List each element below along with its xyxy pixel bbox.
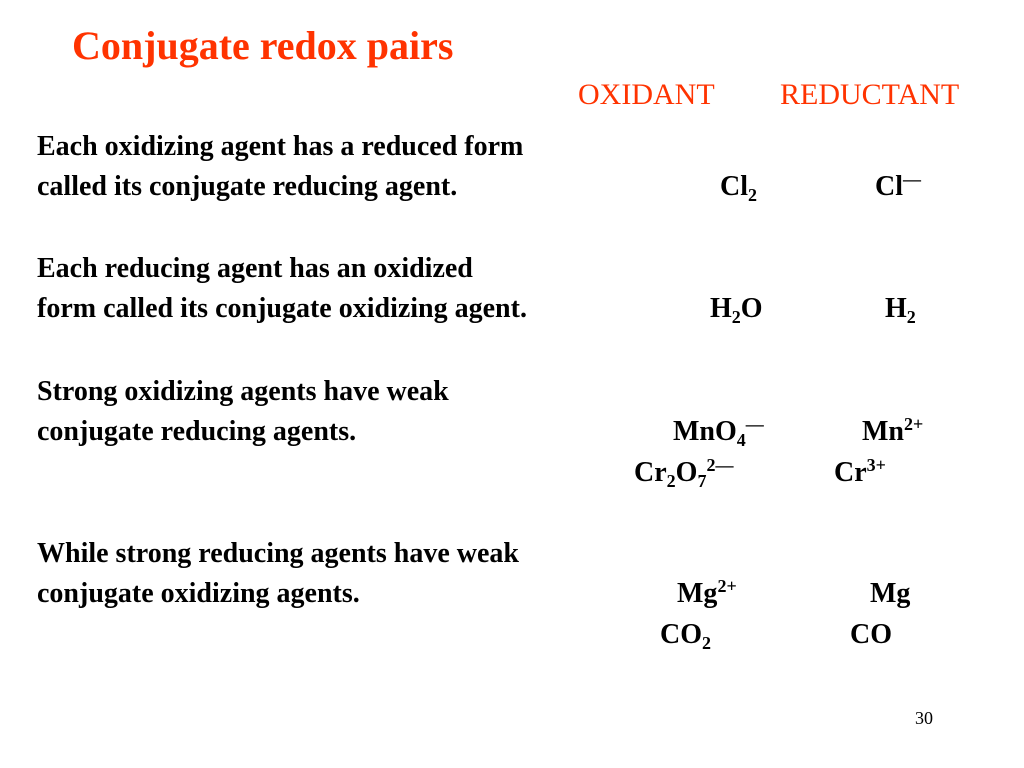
oxidant-formula: Mg2+ [677, 576, 737, 609]
page-number: 30 [915, 708, 933, 728]
oxidant-formula: H2O [710, 293, 763, 327]
oxidant-formula: MnO4— [673, 414, 764, 450]
superscript: 2+ [904, 414, 924, 434]
superscript: 2— [706, 455, 734, 475]
subscript: 2 [731, 307, 741, 327]
paragraph-1-line-2: called its conjugate reducing agent. [37, 171, 458, 202]
paragraph-1-line-1: Each oxidizing agent has a reduced form [37, 131, 524, 162]
paragraph-2-line-2: form called its conjugate oxidizing agen… [37, 293, 527, 324]
reductant-formula: CO [850, 619, 892, 650]
oxidant-formula: Cr2O72— [634, 455, 734, 491]
reductant-formula: H2 [885, 293, 916, 327]
subscript: 2 [666, 471, 676, 491]
slide-title: Conjugate redox pairs [72, 23, 454, 68]
reductant-formula: Mn2+ [862, 414, 924, 447]
superscript: 2+ [717, 576, 737, 596]
reductant-formula: Cl— [875, 169, 921, 202]
reductant-formula: Cr3+ [834, 455, 886, 488]
subscript: 4 [736, 430, 746, 450]
oxidant-formula: Cl2 [720, 171, 757, 205]
subscript: 2 [702, 633, 711, 653]
subscript: 2 [906, 307, 916, 327]
reductant-column-header: REDUCTANT [780, 78, 960, 111]
paragraph-2-line-1: Each reducing agent has an oxidized [37, 253, 473, 284]
oxidant-formula: CO2 [660, 619, 711, 653]
subscript: 2 [748, 185, 757, 205]
reductant-formula: Mg [870, 578, 911, 609]
paragraph-3-line-2: conjugate reducing agents. [37, 416, 357, 447]
oxidant-column-header: OXIDANT [578, 78, 715, 111]
superscript: — [903, 169, 921, 189]
superscript: — [745, 414, 764, 434]
paragraph-4-line-1: While strong reducing agents have weak [37, 538, 519, 569]
subscript: 7 [697, 471, 707, 491]
paragraph-3-line-1: Strong oxidizing agents have weak [37, 376, 449, 407]
superscript: 3+ [866, 455, 886, 475]
paragraph-4-line-2: conjugate oxidizing agents. [37, 578, 360, 609]
